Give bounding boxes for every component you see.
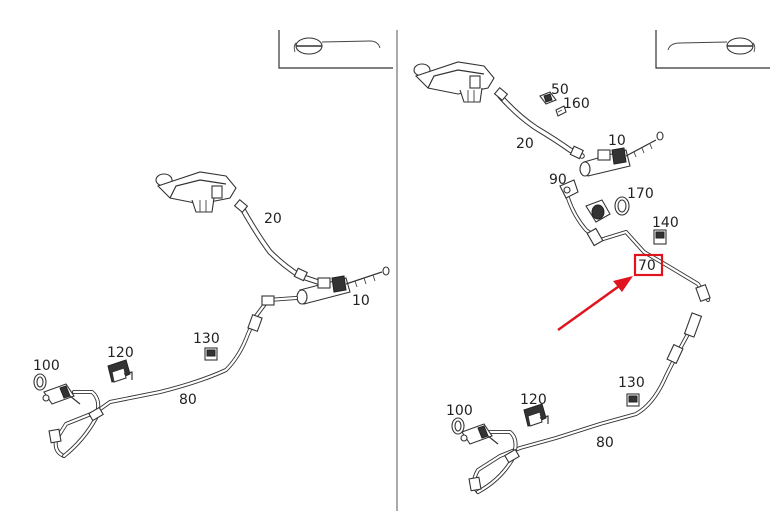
right-label-120: 120 — [520, 392, 547, 408]
right-grommet-170[interactable] — [585, 196, 630, 223]
right-label-90: 90 — [549, 172, 567, 188]
left-pipe-80[interactable] — [48, 295, 298, 458]
right-elbow-fitting-90[interactable] — [559, 179, 579, 199]
highlight-box-70 — [633, 253, 664, 277]
right-slave-connector[interactable] — [460, 423, 499, 445]
right-hose-20[interactable] — [493, 86, 585, 160]
left-label-10: 10 — [352, 293, 370, 309]
right-clip-140[interactable] — [653, 229, 667, 245]
right-label-130: 130 — [618, 375, 645, 391]
right-bracket-120[interactable] — [523, 403, 549, 427]
right-label-170: 170 — [627, 186, 654, 202]
left-label-120: 120 — [107, 345, 134, 361]
right-label-10: 10 — [608, 133, 626, 149]
right-fluid-reservoir[interactable] — [413, 61, 495, 103]
left-vehicle-orientation-icon — [278, 30, 393, 69]
left-master-cylinder-10[interactable] — [296, 266, 390, 305]
left-label-130: 130 — [193, 331, 220, 347]
left-panel: 20 10 130 120 100 80 — [33, 30, 393, 458]
left-label-20: 20 — [264, 211, 282, 227]
left-clip-130[interactable] — [204, 347, 218, 361]
right-label-100: 100 — [446, 403, 473, 419]
left-fluid-reservoir[interactable] — [155, 171, 237, 213]
right-master-cylinder-10[interactable] — [579, 131, 664, 177]
right-vehicle-orientation-icon — [655, 30, 770, 69]
left-slave-connector[interactable] — [42, 383, 81, 405]
left-label-80: 80 — [179, 392, 197, 408]
right-label-20: 20 — [516, 136, 534, 152]
right-clip-130[interactable] — [626, 393, 640, 407]
left-label-100: 100 — [33, 358, 60, 374]
right-label-160: 160 — [563, 96, 590, 112]
highlight-arrow — [557, 276, 633, 332]
right-label-140: 140 — [652, 215, 679, 231]
right-label-70: 70 — [638, 258, 656, 274]
right-label-50: 50 — [551, 82, 569, 98]
left-seal-ring-100[interactable] — [33, 373, 47, 391]
right-pipe-70[interactable] — [566, 196, 711, 302]
right-label-80: 80 — [596, 435, 614, 451]
right-pipe-80[interactable] — [468, 312, 703, 494]
left-bracket-120[interactable] — [107, 359, 133, 383]
right-bolt-160[interactable] — [555, 105, 567, 117]
left-hose-20[interactable] — [233, 198, 321, 285]
right-bracket-50[interactable] — [539, 91, 557, 105]
right-seal-ring-100[interactable] — [451, 417, 465, 435]
right-panel: 50 160 20 10 90 170 140 70 130 120 100 8… — [413, 30, 770, 494]
